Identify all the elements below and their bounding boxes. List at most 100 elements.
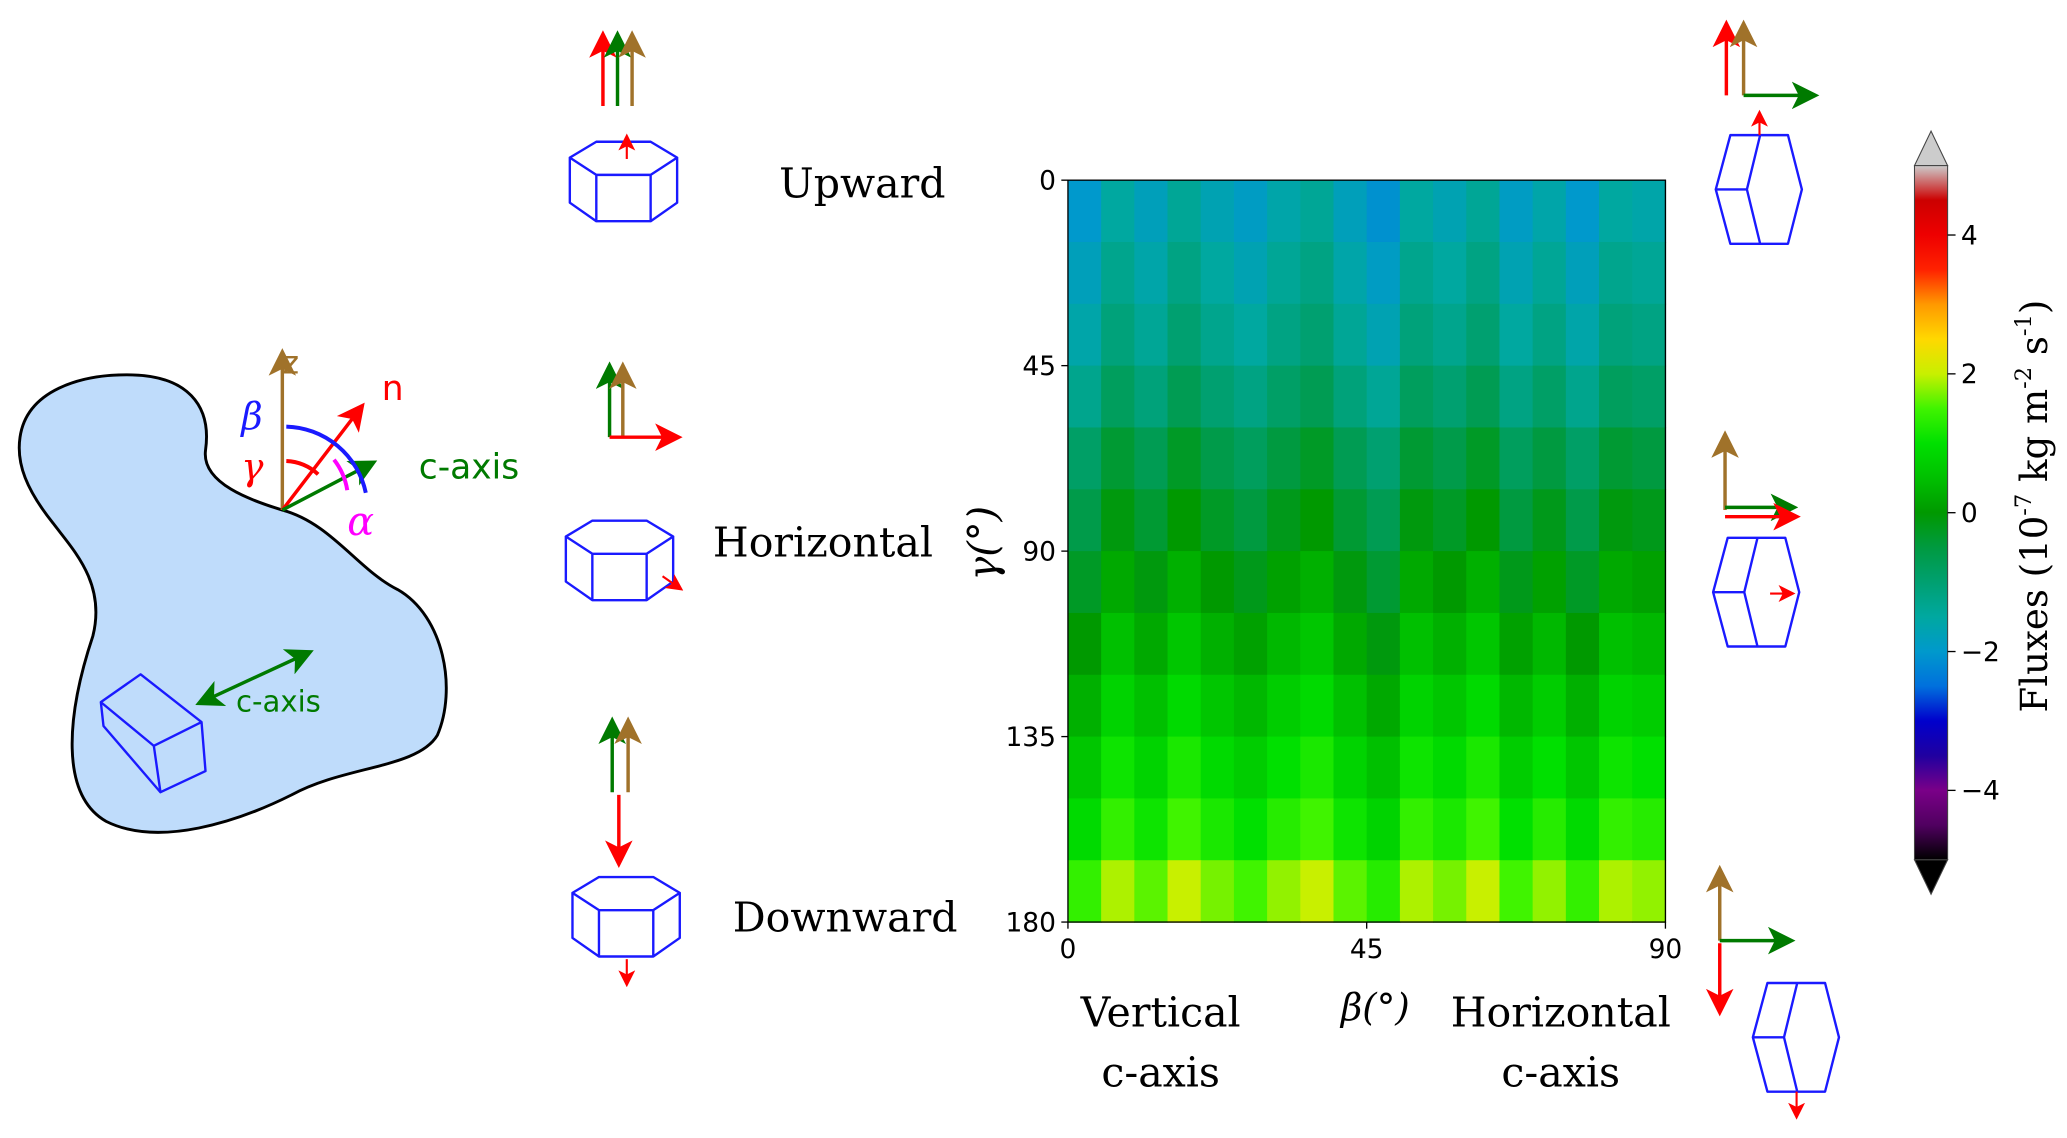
heatmap-cell bbox=[1233, 489, 1268, 552]
heatmap-cell bbox=[1167, 674, 1202, 738]
heatmap-cell bbox=[1300, 612, 1335, 676]
heatmap-cell bbox=[1632, 489, 1667, 552]
heatmap-cell bbox=[1167, 427, 1202, 490]
label-downward: Downward bbox=[733, 893, 958, 941]
heatmap-cell bbox=[1599, 303, 1633, 367]
heatmap-cell bbox=[1300, 365, 1335, 429]
heatmap-cell bbox=[1433, 427, 1467, 490]
heatmap-cell bbox=[1300, 674, 1335, 738]
heatmap-cell bbox=[1532, 241, 1567, 305]
heatmap-cell bbox=[1233, 551, 1268, 614]
heatmap-cell bbox=[1565, 674, 1600, 738]
heatmap-cell bbox=[1399, 551, 1434, 614]
heatmap-cell bbox=[1499, 365, 1534, 429]
y-tick-label: 90 bbox=[1022, 536, 1056, 567]
flux-arrow bbox=[661, 573, 684, 591]
heatmap-cell bbox=[1366, 860, 1401, 923]
heatmap-cell bbox=[1499, 303, 1534, 367]
crystal-caxis-double-arrow bbox=[195, 649, 314, 706]
heatmap-cell bbox=[1466, 427, 1501, 490]
embedded-crystal bbox=[99, 673, 207, 794]
crystal-icon bbox=[564, 519, 675, 602]
colorbar: 420−2−4 Fluxes (10-7 kg m-2 s-1) bbox=[1913, 129, 2056, 896]
heatmap-cell bbox=[1333, 427, 1368, 490]
heatmap-cell bbox=[1399, 612, 1434, 676]
heatmap-cell bbox=[1200, 180, 1235, 243]
heatmap-cell bbox=[1599, 180, 1633, 243]
colorbar-tick-label: 0 bbox=[1961, 498, 1978, 529]
heatmap-cell bbox=[1167, 612, 1202, 676]
heatmap-cell bbox=[1267, 612, 1301, 676]
heatmap-cell bbox=[1366, 489, 1401, 552]
heatmap-cell bbox=[1101, 180, 1135, 243]
crystal-icon bbox=[1714, 133, 1804, 245]
heatmap-cell bbox=[1632, 798, 1667, 861]
heatmap-cell bbox=[1267, 860, 1301, 923]
heatmap-cell bbox=[1101, 365, 1135, 429]
x-note-vertical-1: Vertical bbox=[1080, 989, 1241, 1037]
heatmap-cell bbox=[1632, 365, 1667, 429]
heatmap-cell bbox=[1499, 798, 1534, 861]
heatmap-cell bbox=[1200, 860, 1235, 923]
heatmap-cell bbox=[1167, 551, 1202, 614]
heatmap-cell bbox=[1333, 241, 1368, 305]
heatmap-cell bbox=[1134, 427, 1169, 490]
x-note-vertical-2: c-axis bbox=[1101, 1048, 1220, 1096]
heatmap-cell bbox=[1599, 612, 1633, 676]
heatmap-cell bbox=[1499, 241, 1534, 305]
heatmap-cell bbox=[1366, 303, 1401, 367]
heatmap-cell bbox=[1067, 241, 1102, 305]
heatmap-cell bbox=[1101, 241, 1135, 305]
legend-downward: Downward bbox=[571, 716, 958, 988]
heatmap-cell bbox=[1399, 241, 1434, 305]
x-note-horizontal-1: Horizontal bbox=[1451, 989, 1671, 1037]
heatmap-cell bbox=[1333, 303, 1368, 367]
colorbar-extend-bottom bbox=[1913, 859, 1949, 896]
y-tick-label: 45 bbox=[1022, 351, 1056, 382]
particle-outline bbox=[17, 373, 448, 834]
gamma-arc bbox=[286, 459, 320, 476]
heatmap-cell bbox=[1366, 612, 1401, 676]
x-tick-label: 45 bbox=[1350, 934, 1384, 965]
heatmap-cell bbox=[1300, 551, 1335, 614]
heatmap-cell bbox=[1067, 736, 1102, 800]
heatmap-cell bbox=[1134, 736, 1169, 800]
heatmap-cell bbox=[1366, 427, 1401, 490]
heatmap-cell bbox=[1366, 798, 1401, 861]
heatmap-cell bbox=[1433, 674, 1467, 738]
heatmap-cell bbox=[1233, 427, 1268, 490]
heatmap-cell bbox=[1599, 674, 1633, 738]
heatmap-cell bbox=[1333, 798, 1368, 861]
heatmap-cell bbox=[1565, 489, 1600, 552]
heatmap-cell bbox=[1599, 860, 1633, 923]
x-tick-label: 0 bbox=[1060, 934, 1077, 965]
heatmap-cell bbox=[1399, 303, 1434, 367]
heatmap-cell bbox=[1134, 489, 1169, 552]
heatmap-cell bbox=[1466, 551, 1501, 614]
heatmap-cell bbox=[1200, 798, 1235, 861]
label-horizontal: Horizontal bbox=[713, 518, 933, 566]
heatmap-cell bbox=[1067, 489, 1102, 552]
heatmap-cell bbox=[1267, 489, 1301, 552]
heatmap-cell bbox=[1067, 427, 1102, 490]
heatmap-cell bbox=[1565, 612, 1600, 676]
colorbar-tick-label: −2 bbox=[1961, 637, 2000, 668]
heatmap-cell bbox=[1267, 241, 1301, 305]
heatmap-cell bbox=[1632, 303, 1667, 367]
heatmap-cell bbox=[1300, 241, 1335, 305]
heatmap-cell bbox=[1532, 674, 1567, 738]
heatmap-cell bbox=[1499, 551, 1534, 614]
heatmap-cell bbox=[1300, 427, 1335, 490]
y-axis-label: γ(°) bbox=[960, 506, 1006, 581]
heatmap-cell bbox=[1134, 180, 1169, 243]
heatmap-cell bbox=[1333, 551, 1368, 614]
heatmap-cell bbox=[1499, 489, 1534, 552]
heatmap-cell bbox=[1565, 241, 1600, 305]
heatmap-cell bbox=[1433, 798, 1467, 861]
heatmap-cell bbox=[1167, 736, 1202, 800]
heatmap-cell bbox=[1333, 860, 1368, 923]
heatmap-cell bbox=[1499, 736, 1534, 800]
